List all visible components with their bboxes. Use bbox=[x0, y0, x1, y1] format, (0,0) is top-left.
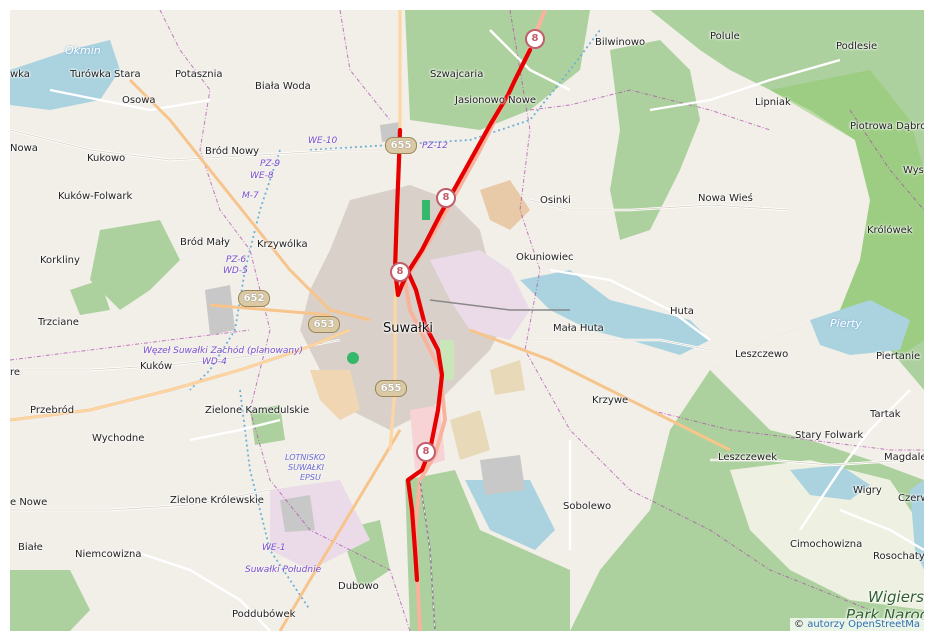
place-label-re: re bbox=[10, 367, 21, 378]
place-label-cimochowizna: Cimochowizna bbox=[790, 539, 863, 550]
place-label-mala-huta: Mała Huta bbox=[553, 323, 604, 334]
feature-label-wezel: Węzeł Suwałki Zachód (planowany) bbox=[143, 346, 303, 356]
lake-label-okmin: Okmin bbox=[65, 44, 101, 57]
place-label-stary-folwark: Stary Folwark bbox=[795, 430, 864, 441]
place-label-kukowo: Kukowo bbox=[87, 153, 126, 164]
map-tiles bbox=[10, 10, 924, 631]
place-label-podlesie: Podlesie bbox=[836, 41, 878, 52]
road-shield-s8-south: 8 bbox=[416, 442, 436, 462]
place-label-kukow-folwark: Kuków-Folwark bbox=[58, 191, 133, 202]
place-label-suwalki: Suwałki bbox=[383, 321, 433, 336]
route-highlight bbox=[392, 47, 533, 583]
feature-label-we-low: WE-1 bbox=[262, 543, 286, 553]
place-label-osinki: Osinki bbox=[540, 195, 571, 206]
feature-label-pz6: PZ-6 bbox=[226, 255, 247, 265]
feature-label-wd5: WD-5 bbox=[223, 266, 248, 276]
road-shield-s8-center: 8 bbox=[390, 262, 410, 282]
place-label-wysz: Wysz bbox=[903, 165, 924, 176]
place-label-osowa: Osowa bbox=[122, 95, 156, 106]
place-label-szwajcaria: Szwajcaria bbox=[430, 69, 484, 80]
place-label-krzywolka: Krzywólka bbox=[257, 239, 308, 250]
place-label-magdale: Magdale bbox=[884, 452, 924, 463]
feature-label-we10: WE-10 bbox=[308, 136, 338, 146]
feature-label-suwalki-poludnie: Suwałki Południe bbox=[245, 565, 322, 575]
place-label-wychodne: Wychodne bbox=[92, 433, 145, 444]
feature-label-lotnisko-2: SUWAŁKI bbox=[288, 463, 325, 472]
map-attribution: © autorzy OpenStreetMa bbox=[790, 618, 924, 631]
place-label-leszczewek: Leszczewek bbox=[718, 452, 778, 463]
feature-label-lotnisko-3: EPSU bbox=[300, 473, 321, 482]
feature-label-lotnisko-1: LOTNISKO bbox=[285, 453, 326, 462]
feature-label-pz12: PZ-12 bbox=[422, 141, 448, 151]
road-shield-652: 652 bbox=[238, 290, 270, 307]
place-label-trzciane: Trzciane bbox=[38, 317, 79, 328]
place-label-wka: wka bbox=[10, 69, 30, 80]
place-label-lipniak: Lipniak bbox=[755, 97, 791, 108]
place-label-potasznia: Potasznia bbox=[175, 69, 223, 80]
place-label-kukow: Kuków bbox=[140, 361, 173, 372]
place-label-piotrowa-dabrowa: Piotrowa Dąbrow bbox=[850, 121, 924, 132]
road-shield-655-south: 655 bbox=[375, 380, 407, 397]
place-label-biale: Białe bbox=[18, 542, 43, 553]
place-label-nowa-wies: Nowa Wieś bbox=[698, 193, 753, 204]
copyright-symbol: © bbox=[794, 619, 804, 630]
place-label-biala-woda: Biała Woda bbox=[255, 81, 311, 92]
place-label-zielone-kamedulskie: Zielone Kamedulskie bbox=[205, 405, 310, 416]
place-label-jasionowo-nowe: Jasionowo Nowe bbox=[455, 95, 537, 106]
place-label-poddubowek: Poddubówek bbox=[232, 609, 296, 620]
place-label-leszczewo: Leszczewo bbox=[735, 349, 789, 360]
place-label-bilwinowo: Bilwinowo bbox=[595, 37, 646, 48]
place-label-przebrod: Przebród bbox=[30, 405, 75, 416]
road-shield-653: 653 bbox=[308, 316, 340, 333]
road-shield-s8-osinki: 8 bbox=[436, 188, 456, 208]
place-label-tartak: Tartak bbox=[870, 409, 901, 420]
place-label-sobolewo: Sobolewo bbox=[563, 501, 612, 512]
lake-label-pierty: Pierty bbox=[830, 317, 862, 330]
place-label-niemcowizna: Niemcowizna bbox=[75, 549, 142, 560]
place-label-krzywe: Krzywe bbox=[592, 395, 629, 406]
feature-label-m7: M-7 bbox=[242, 191, 259, 201]
place-label-e-nowe: e Nowe bbox=[10, 497, 48, 508]
place-label-nowa: Nowa bbox=[10, 143, 38, 154]
place-label-polule: Polule bbox=[710, 31, 740, 42]
map-view[interactable]: Okmin wka Turówka Stara Potasznia Osowa … bbox=[10, 10, 924, 631]
place-label-wigry: Wigry bbox=[853, 485, 882, 496]
attribution-link[interactable]: autorzy OpenStreetMa bbox=[807, 619, 920, 630]
park-label-wigiers: Wigiers bbox=[868, 588, 924, 606]
place-label-huta: Huta bbox=[670, 306, 694, 317]
road-shield-s8-north: 8 bbox=[525, 29, 545, 49]
feature-label-wd4: WD-4 bbox=[202, 357, 227, 367]
place-label-dubowo: Dubowo bbox=[338, 581, 379, 592]
place-label-zielone-krolewskie: Zielone Królewskie bbox=[170, 495, 264, 506]
place-label-brod-nowy: Bród Nowy bbox=[205, 146, 260, 157]
place-label-rosochaty: Rosochaty bbox=[873, 551, 924, 562]
place-label-okuniowiec: Okuniowiec bbox=[516, 252, 574, 263]
place-label-piertanie: Piertanie bbox=[876, 351, 921, 362]
place-label-korkliny: Korkliny bbox=[40, 255, 80, 266]
place-label-turowka-stara: Turówka Stara bbox=[70, 69, 141, 80]
place-label-czerw: Czerw bbox=[898, 493, 924, 504]
feature-label-we8: WE-8 bbox=[250, 171, 274, 181]
place-label-krolowek: Królówek bbox=[867, 225, 913, 236]
place-label-brod-maly: Bród Mały bbox=[180, 237, 230, 248]
feature-label-pz9: PZ-9 bbox=[260, 159, 281, 169]
road-shield-655-north: 655 bbox=[385, 137, 417, 154]
